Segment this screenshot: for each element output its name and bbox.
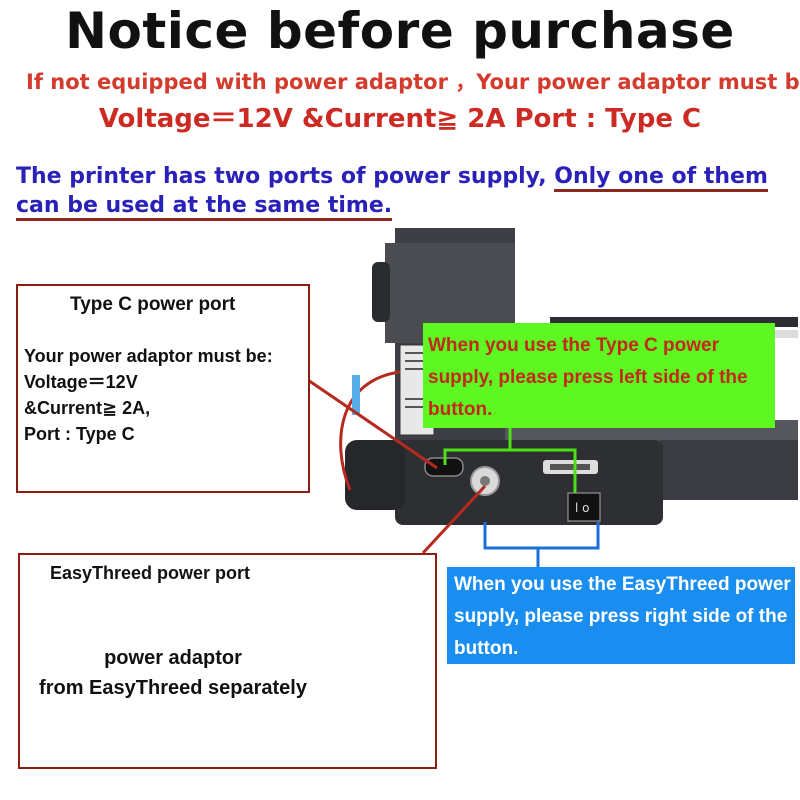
typec-line: &Current≧ 2A,	[24, 398, 151, 418]
warning-emphasis-1: Only one of them	[554, 164, 768, 192]
adaptor-caption: power adaptor from EasyThreed separately	[28, 643, 318, 703]
easythreed-callout	[18, 553, 437, 769]
typec-callout-body: Your power adaptor must be: Voltage＝12V …	[24, 343, 273, 447]
power-port-warning: The printer has two ports of power suppl…	[16, 162, 768, 221]
typec-callout-title: Type C power port	[70, 294, 236, 315]
typec-switch-note-box	[423, 323, 775, 428]
typec-line: Your power adaptor must be:	[24, 346, 273, 366]
typec-line: Voltage＝12V	[24, 372, 138, 392]
adaptor-caption-line: from EasyThreed separately	[39, 677, 307, 699]
adaptor-caption-line: power adaptor	[104, 647, 242, 669]
adaptor-requirement-line: If not equipped with power adaptor ，Your…	[26, 70, 800, 94]
typec-line: Port : Type C	[24, 424, 135, 444]
adaptor-spec-line: Voltage＝12V &Current≧ 2A Port : Type C	[98, 104, 702, 134]
easythreed-switch-note-box	[447, 567, 795, 664]
warning-emphasis-2: can be used at the same time.	[16, 193, 393, 221]
svg-text:l o: l o	[575, 501, 590, 515]
page-title: Notice before purchase	[65, 2, 735, 60]
typec-switch-note: When you use the Type C power supply, pl…	[428, 335, 748, 420]
easythreed-switch-note: When you use the EasyThreed power supply…	[454, 574, 791, 659]
warning-text: The printer has two ports of power suppl…	[16, 164, 555, 189]
typec-callout	[16, 284, 310, 493]
easythreed-callout-title: EasyThreed power port	[50, 563, 251, 583]
